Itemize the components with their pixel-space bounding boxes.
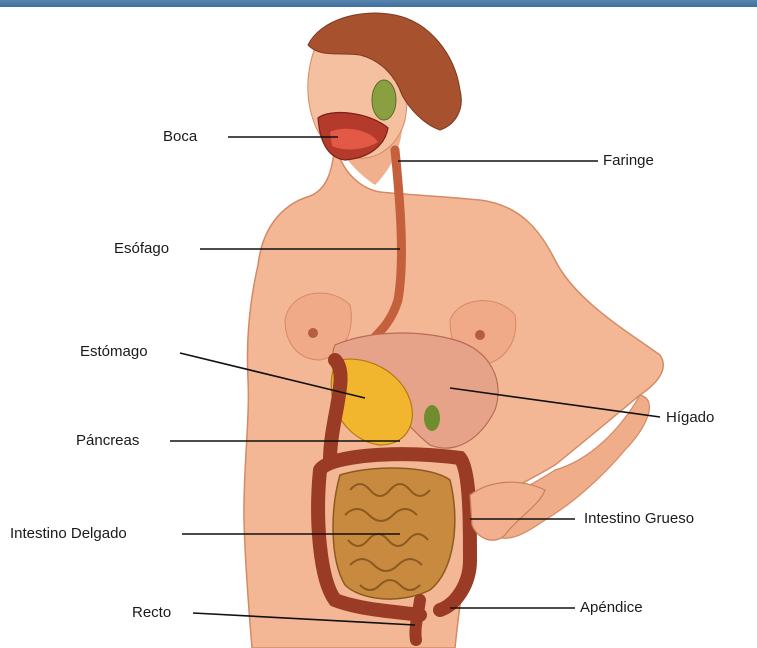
label-higado: Hígado xyxy=(666,409,714,427)
label-faringe: Faringe xyxy=(603,152,654,170)
label-estomago: Estómago xyxy=(80,343,148,361)
label-pancreas: Páncreas xyxy=(76,432,139,450)
gallbladder xyxy=(424,405,440,431)
label-esofago: Esófago xyxy=(114,240,169,258)
salivary-gland xyxy=(372,80,396,120)
label-intestino-grueso: Intestino Grueso xyxy=(584,510,694,528)
label-recto: Recto xyxy=(132,604,171,622)
rectum xyxy=(415,600,420,640)
label-intestino-delgado: Intestino Delgado xyxy=(10,525,127,543)
label-boca: Boca xyxy=(163,128,197,146)
label-apendice: Apéndice xyxy=(580,599,643,617)
